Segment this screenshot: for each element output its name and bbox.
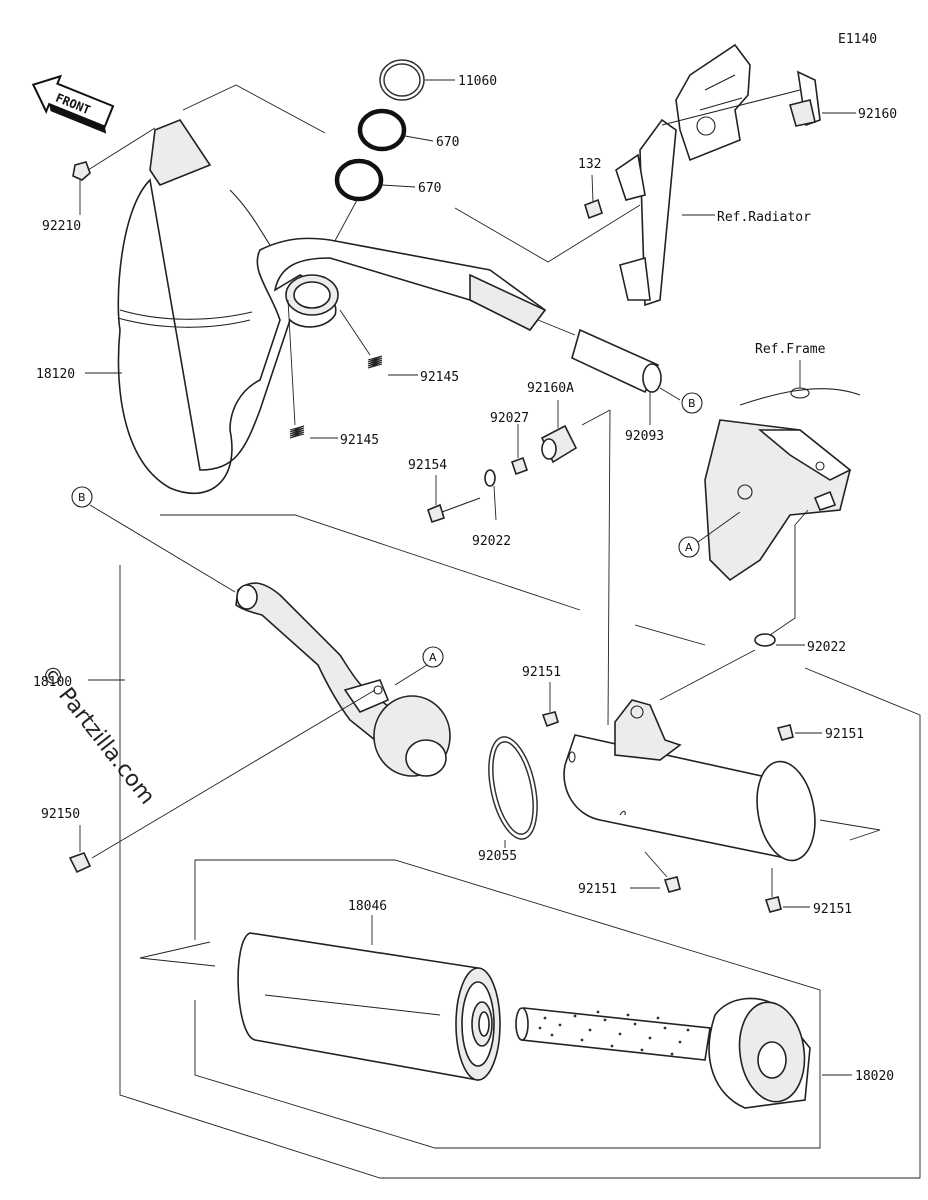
label-11060[interactable]: 11060 [458, 74, 497, 89]
callout-a-right [678, 536, 700, 558]
callout-b-lower-label: B [78, 491, 86, 504]
collar-92027-shape[interactable] [510, 456, 529, 476]
sleeve-92093-shape[interactable] [571, 328, 662, 394]
ref-frame-label: Ref.Frame [755, 342, 826, 357]
bolt-92150-shape[interactable] [68, 852, 92, 874]
nut-92210-shape[interactable] [72, 161, 91, 181]
label-92210[interactable]: 92210 [42, 219, 81, 234]
callout-b-upper-label: B [688, 397, 696, 410]
spring-92145-b-shape[interactable] [289, 425, 305, 439]
label-670-a[interactable]: 670 [436, 135, 459, 150]
label-670-b[interactable]: 670 [418, 181, 441, 196]
bolt-92151-b-shape[interactable] [776, 724, 794, 741]
expansion-chamber-18120-shape[interactable] [117, 119, 547, 494]
gasket-92055-shape[interactable] [481, 733, 546, 844]
label-92151-b[interactable]: 92151 [825, 727, 864, 742]
front-arrow-icon: FRONT [31, 74, 115, 134]
frame-bracket-shape [704, 387, 861, 582]
o-ring-670-b-shape[interactable] [334, 158, 384, 202]
label-18100[interactable]: 18100 [33, 675, 72, 690]
label-92151-d[interactable]: 92151 [813, 902, 852, 917]
callout-a-lower [422, 646, 444, 668]
header-pipe-18100-shape[interactable] [235, 582, 451, 777]
silencer-body-18046-shape[interactable] [237, 932, 501, 1081]
label-92145-b[interactable]: 92145 [340, 433, 379, 448]
radiator-bracket-shape [615, 43, 821, 307]
washer-92022-a-shape[interactable] [484, 469, 496, 487]
label-92022-b[interactable]: 92022 [807, 640, 846, 655]
label-92055[interactable]: 92055 [478, 849, 517, 864]
washer-92022-b-shape[interactable] [754, 633, 776, 647]
label-92160[interactable]: 92160 [858, 107, 897, 122]
damper-92160A-shape[interactable] [540, 424, 578, 464]
label-92160A[interactable]: 92160A [527, 381, 574, 396]
bolt-132-shape[interactable] [584, 198, 603, 220]
bolt-92151-c-shape[interactable] [663, 876, 681, 893]
callout-a-lower-label: A [429, 651, 437, 664]
ref-radiator-label: Ref.Radiator [717, 210, 811, 225]
label-18046[interactable]: 18046 [348, 899, 387, 914]
o-ring-670-a-shape[interactable] [357, 108, 407, 152]
label-92022-a[interactable]: 92022 [472, 534, 511, 549]
label-18120[interactable]: 18120 [36, 367, 75, 382]
callout-a-right-label: A [685, 541, 693, 554]
label-132[interactable]: 132 [578, 157, 601, 172]
spring-92145-a-shape[interactable] [367, 355, 383, 369]
label-92154[interactable]: 92154 [408, 458, 447, 473]
label-92151-c[interactable]: 92151 [578, 882, 617, 897]
diagram-code: E1140 [838, 32, 877, 47]
bolt-92151-d-shape[interactable] [764, 896, 782, 913]
bolt-92151-a-shape[interactable] [541, 711, 559, 728]
label-92151-a[interactable]: 92151 [522, 665, 561, 680]
label-92027[interactable]: 92027 [490, 411, 529, 426]
bolt-92154-shape[interactable] [427, 497, 481, 524]
callout-b-lower [71, 486, 93, 508]
gasket-11060-shape[interactable] [379, 59, 425, 101]
label-92150[interactable]: 92150 [41, 807, 80, 822]
muffler-shell-shape[interactable] [563, 699, 822, 865]
callout-b-upper [681, 392, 703, 414]
label-18020[interactable]: 18020 [855, 1069, 894, 1084]
perforated-pipe-shape [515, 1007, 711, 1061]
end-cap-18020-shape[interactable] [708, 997, 811, 1109]
label-92145-a[interactable]: 92145 [420, 370, 459, 385]
label-92093[interactable]: 92093 [625, 429, 664, 444]
